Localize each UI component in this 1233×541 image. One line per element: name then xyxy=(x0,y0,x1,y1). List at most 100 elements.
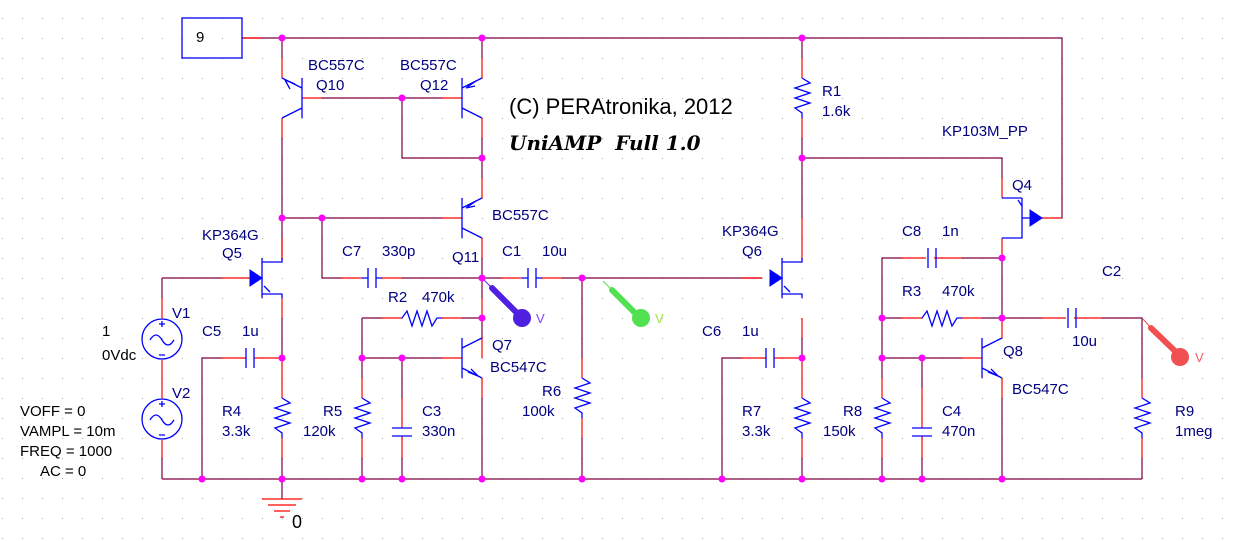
resistor-r2[interactable]: R2 470k xyxy=(388,289,455,329)
resistor-r7[interactable]: R7 3.3k xyxy=(742,397,813,440)
c8-value: 1n xyxy=(942,223,959,240)
resistor-r1[interactable]: R1 1.6k xyxy=(792,77,851,120)
resistor-r9[interactable]: R9 1meg xyxy=(1132,397,1213,440)
capacitor-c8[interactable]: C8 1n xyxy=(902,223,959,268)
q4-ref: Q4 xyxy=(1012,177,1032,194)
c6-ref: C6 xyxy=(702,323,721,340)
v1-ref: V1 xyxy=(172,305,190,322)
resistor-r4[interactable]: R4 3.3k xyxy=(222,397,293,440)
transistor-q7[interactable]: Q7 BC547C xyxy=(461,337,547,379)
junction-dot xyxy=(998,254,1006,262)
r4-ref: R4 xyxy=(222,403,241,420)
ground-symbol[interactable]: 0 xyxy=(262,498,302,532)
c3-ref: C3 xyxy=(422,403,441,420)
junction-dot xyxy=(358,475,366,483)
junction-dot xyxy=(278,34,286,42)
q4-model: KP103M_PP xyxy=(942,123,1028,140)
probe-q11-label: V xyxy=(536,311,545,326)
r5-value: 120k xyxy=(303,423,336,440)
resistor-r3[interactable]: R3 470k xyxy=(902,283,975,329)
r3-value: 470k xyxy=(942,283,975,300)
r2-ref: R2 xyxy=(388,289,407,306)
transistor-q4[interactable]: KP103M_PP Q4 xyxy=(942,123,1043,239)
v2-ac: AC = 0 xyxy=(40,463,86,480)
c4-value: 470n xyxy=(942,423,975,440)
resistor-r8[interactable]: R8 150k xyxy=(823,397,893,440)
transistor-q11[interactable]: BC557C Q11 xyxy=(452,197,549,266)
r9-value: 1meg xyxy=(1175,423,1213,440)
wire-vcc-rail[interactable] xyxy=(242,37,1063,218)
junction-dot xyxy=(998,475,1006,483)
junction-dot xyxy=(478,475,486,483)
c7-ref: C7 xyxy=(342,243,361,260)
r2-value: 470k xyxy=(422,289,455,306)
r7-ref: R7 xyxy=(742,403,761,420)
junction-dot xyxy=(278,214,286,222)
r8-value: 150k xyxy=(823,423,856,440)
junction-dot xyxy=(918,354,926,362)
r7-value: 3.3k xyxy=(742,423,771,440)
c3-value: 330n xyxy=(422,423,455,440)
junction-dot xyxy=(578,274,586,282)
q5-model: KP364G xyxy=(202,227,259,244)
probe-out-label: V xyxy=(1195,350,1204,365)
junction-dot xyxy=(878,314,886,322)
q12-model: BC557C xyxy=(400,57,457,74)
capacitor-c5[interactable]: C5 1u xyxy=(202,323,259,368)
v1-line1: 1 xyxy=(102,323,110,340)
ground-label: 0 xyxy=(292,512,302,532)
transistor-q6[interactable]: KP364G Q6 xyxy=(722,223,803,298)
transistor-q10[interactable]: BC557C Q10 xyxy=(281,57,365,119)
junction-dot xyxy=(478,34,486,42)
q5-ref: Q5 xyxy=(222,245,242,262)
probe-c1-output[interactable]: V xyxy=(602,280,664,327)
voltage-source-v2[interactable]: V2 VOFF = 0 VAMPL = 10m FREQ = 1000 AC =… xyxy=(20,385,190,480)
offpage-connector-9[interactable]: 9 xyxy=(181,17,243,59)
capacitor-c7[interactable]: C7 330p xyxy=(342,243,415,288)
junction-dot xyxy=(878,475,886,483)
capacitor-c1[interactable]: C1 10u xyxy=(502,243,567,288)
r1-ref: R1 xyxy=(822,83,841,100)
c4-ref: C4 xyxy=(942,403,961,420)
r6-ref: R6 xyxy=(542,383,561,400)
v2-vampl: VAMPL = 10m xyxy=(20,423,115,440)
v1-line2: 0Vdc xyxy=(102,347,137,364)
junction-dot xyxy=(718,475,726,483)
junction-dot xyxy=(798,34,806,42)
junction-dot xyxy=(198,475,206,483)
capacitor-c4[interactable]: C4 470n xyxy=(912,403,975,440)
r5-ref: R5 xyxy=(323,403,342,420)
q8-ref: Q8 xyxy=(1003,343,1023,360)
wires xyxy=(161,37,1143,499)
junction-dot xyxy=(478,314,486,322)
transistor-q5[interactable]: KP364G Q5 xyxy=(202,227,283,298)
q12-ref: Q12 xyxy=(420,77,448,94)
junction-dot xyxy=(398,94,406,102)
junction-dot xyxy=(318,214,326,222)
r9-ref: R9 xyxy=(1175,403,1194,420)
probe-c1-label: V xyxy=(655,311,664,326)
junction-dot xyxy=(998,314,1006,322)
junction-dot xyxy=(398,475,406,483)
capacitor-c6[interactable]: C6 1u xyxy=(702,323,775,368)
q6-model: KP364G xyxy=(722,223,779,240)
probe-amp-output[interactable]: V xyxy=(1142,318,1204,366)
junction-dot xyxy=(578,475,586,483)
junction-dot xyxy=(278,354,286,362)
c7-value: 330p xyxy=(382,243,415,260)
c5-ref: C5 xyxy=(202,323,221,340)
transistor-q12[interactable]: BC557C Q12 xyxy=(400,57,483,119)
resistor-r6[interactable]: R6 100k xyxy=(522,377,593,420)
copyright-title: (C) PERAtronika, 2012 xyxy=(509,94,733,119)
transistor-q8[interactable]: Q8 BC547C xyxy=(981,337,1069,398)
resistor-r5[interactable]: R5 120k xyxy=(303,397,373,440)
junction-dots xyxy=(198,34,1006,483)
c2-value: 10u xyxy=(1072,333,1097,350)
voltage-source-v1[interactable]: V1 1 0Vdc xyxy=(102,305,190,364)
r3-ref: R3 xyxy=(902,283,921,300)
capacitor-c2[interactable]: C2 10u xyxy=(1067,263,1121,350)
capacitor-c3[interactable]: C3 330n xyxy=(392,403,455,440)
q11-model: BC557C xyxy=(492,207,549,224)
probe-q11-collector[interactable]: V xyxy=(483,279,545,327)
